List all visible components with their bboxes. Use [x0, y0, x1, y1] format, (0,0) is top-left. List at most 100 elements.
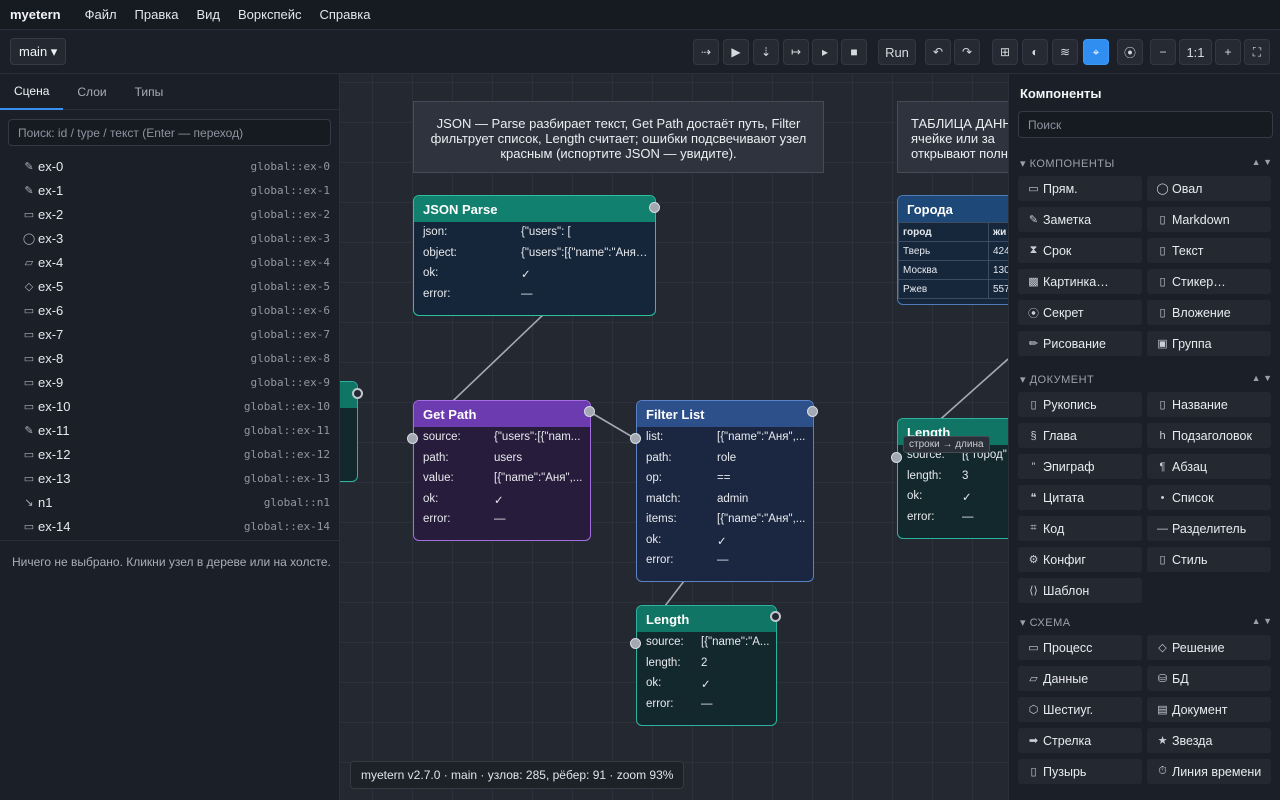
component-button[interactable]: ◯Овал: [1147, 176, 1271, 201]
step-icon[interactable]: ▸: [812, 39, 838, 65]
menu-workspace[interactable]: Воркспейс: [238, 7, 302, 22]
field-value[interactable]: —: [717, 554, 729, 566]
component-button[interactable]: ⟨⟩Шаблон: [1018, 578, 1142, 603]
component-button[interactable]: ⚙Конфиг: [1018, 547, 1142, 572]
component-button[interactable]: ▯Markdown: [1147, 207, 1271, 232]
section-header[interactable]: ▾ КОМПОНЕНТЫ: [1020, 158, 1115, 170]
node-filter-list[interactable]: Filter List list:[{"name":"Аня",...path:…: [636, 400, 814, 582]
tab-types[interactable]: Типы: [134, 85, 164, 99]
field-value[interactable]: ✓: [521, 269, 531, 281]
port-input[interactable]: [630, 638, 641, 649]
menu-view[interactable]: Вид: [196, 7, 220, 22]
port-output[interactable]: [649, 202, 660, 213]
reorder-arrows-icon[interactable]: ▲ ▼: [1251, 616, 1272, 626]
component-button[interactable]: ⌗Код: [1018, 516, 1142, 541]
component-button[interactable]: ¶Абзац: [1147, 454, 1271, 479]
component-button[interactable]: ▯Рукопись: [1018, 392, 1142, 417]
reorder-arrows-icon[interactable]: ▲ ▼: [1251, 157, 1272, 167]
field-value[interactable]: [{"name":"Аня",...: [494, 472, 583, 484]
tab-layers[interactable]: Слои: [77, 85, 107, 99]
port-output[interactable]: [770, 611, 781, 622]
menu-help[interactable]: Справка: [319, 7, 371, 22]
note-table-help[interactable]: ТАБЛИЦА ДАНН ячейке или за открывают пол…: [897, 101, 1008, 173]
field-value[interactable]: role: [717, 451, 737, 464]
step-down-icon[interactable]: ⇣: [753, 39, 779, 65]
component-button[interactable]: ➡Стрелка: [1018, 728, 1142, 753]
component-button[interactable]: •Список: [1147, 485, 1271, 510]
snap-icon[interactable]: ⌖: [1083, 39, 1109, 65]
field-value[interactable]: ==: [717, 472, 731, 484]
port-input[interactable]: [630, 433, 641, 444]
redo-icon[interactable]: ↷: [954, 39, 980, 65]
field-value[interactable]: ✓: [701, 679, 711, 691]
field-value[interactable]: [{"name":"A...: [701, 636, 770, 648]
component-button[interactable]: ❝Цитата: [1018, 485, 1142, 510]
field-value[interactable]: ✓: [494, 494, 504, 507]
component-button[interactable]: ✎Заметка: [1018, 207, 1142, 232]
component-button[interactable]: §Глава: [1018, 423, 1142, 448]
component-button[interactable]: ▯Стикер…: [1147, 269, 1271, 294]
port-input[interactable]: [891, 452, 902, 463]
wires-icon[interactable]: ≋: [1052, 39, 1078, 65]
zoom-in-icon[interactable]: +: [1215, 39, 1241, 65]
field-value[interactable]: {"users": [: [521, 226, 571, 238]
component-button[interactable]: ▭Процесс: [1018, 635, 1142, 660]
branch-select[interactable]: main ▾: [10, 38, 67, 65]
field-value[interactable]: users: [494, 451, 523, 464]
stop-icon[interactable]: ■: [841, 39, 867, 65]
component-button[interactable]: ⬡Шестиуг.: [1018, 697, 1142, 722]
component-button[interactable]: ⦿Секрет: [1018, 300, 1142, 325]
port-output[interactable]: [352, 388, 363, 399]
undo-icon[interactable]: ↶: [925, 39, 951, 65]
menu-file[interactable]: Файл: [84, 7, 117, 22]
field-value[interactable]: ✓: [717, 535, 727, 548]
component-button[interactable]: ▭Прям.: [1018, 176, 1142, 201]
wire-path-to-filter[interactable]: [589, 411, 637, 440]
field-value[interactable]: —: [701, 697, 713, 710]
port-output[interactable]: [807, 406, 818, 417]
scene-search-input[interactable]: [8, 119, 331, 146]
note-json-help[interactable]: JSON — Parse разбирает текст, Get Path д…: [413, 101, 824, 173]
field-value[interactable]: ✓: [962, 492, 972, 504]
step-over-icon[interactable]: ↦: [783, 39, 809, 65]
component-button[interactable]: ▱Данные: [1018, 666, 1142, 691]
component-button[interactable]: ◇Решение: [1147, 635, 1271, 660]
fullscreen-icon[interactable]: ⛶: [1244, 39, 1270, 65]
node-json-parse[interactable]: JSON Parse json:{"users": [object:{"user…: [413, 195, 656, 316]
component-button[interactable]: ★Звезда: [1147, 728, 1271, 753]
field-value[interactable]: {"users":[{"nam...: [494, 431, 581, 443]
component-button[interactable]: ▤Документ: [1147, 697, 1271, 722]
field-value[interactable]: —: [521, 287, 533, 300]
run-button[interactable]: Run: [878, 39, 916, 65]
theme-icon[interactable]: ◐: [1022, 39, 1048, 65]
component-button[interactable]: ▣Группа: [1147, 331, 1271, 356]
port-output[interactable]: [584, 406, 595, 417]
tab-scene[interactable]: Сцена: [0, 74, 64, 110]
component-button[interactable]: ⧗Срок: [1018, 238, 1142, 263]
component-button[interactable]: —Разделитель: [1147, 516, 1271, 541]
component-button[interactable]: ▩Картинка…: [1018, 269, 1142, 294]
field-value[interactable]: —: [962, 510, 974, 523]
play-icon[interactable]: ▶: [723, 39, 749, 65]
field-value[interactable]: admin: [717, 492, 749, 505]
field-value[interactable]: {"users":[{"name":"Аня",...: [521, 246, 649, 259]
component-button[interactable]: ▯Название: [1147, 392, 1271, 417]
offscreen-node[interactable]: [340, 381, 358, 482]
section-header[interactable]: ▾ ДОКУМЕНТ: [1020, 374, 1095, 386]
port-input[interactable]: [407, 433, 418, 444]
graph-canvas[interactable]: JSON — Parse разбирает текст, Get Path д…: [340, 74, 1008, 800]
grid-icon[interactable]: ⊞: [992, 39, 1018, 65]
